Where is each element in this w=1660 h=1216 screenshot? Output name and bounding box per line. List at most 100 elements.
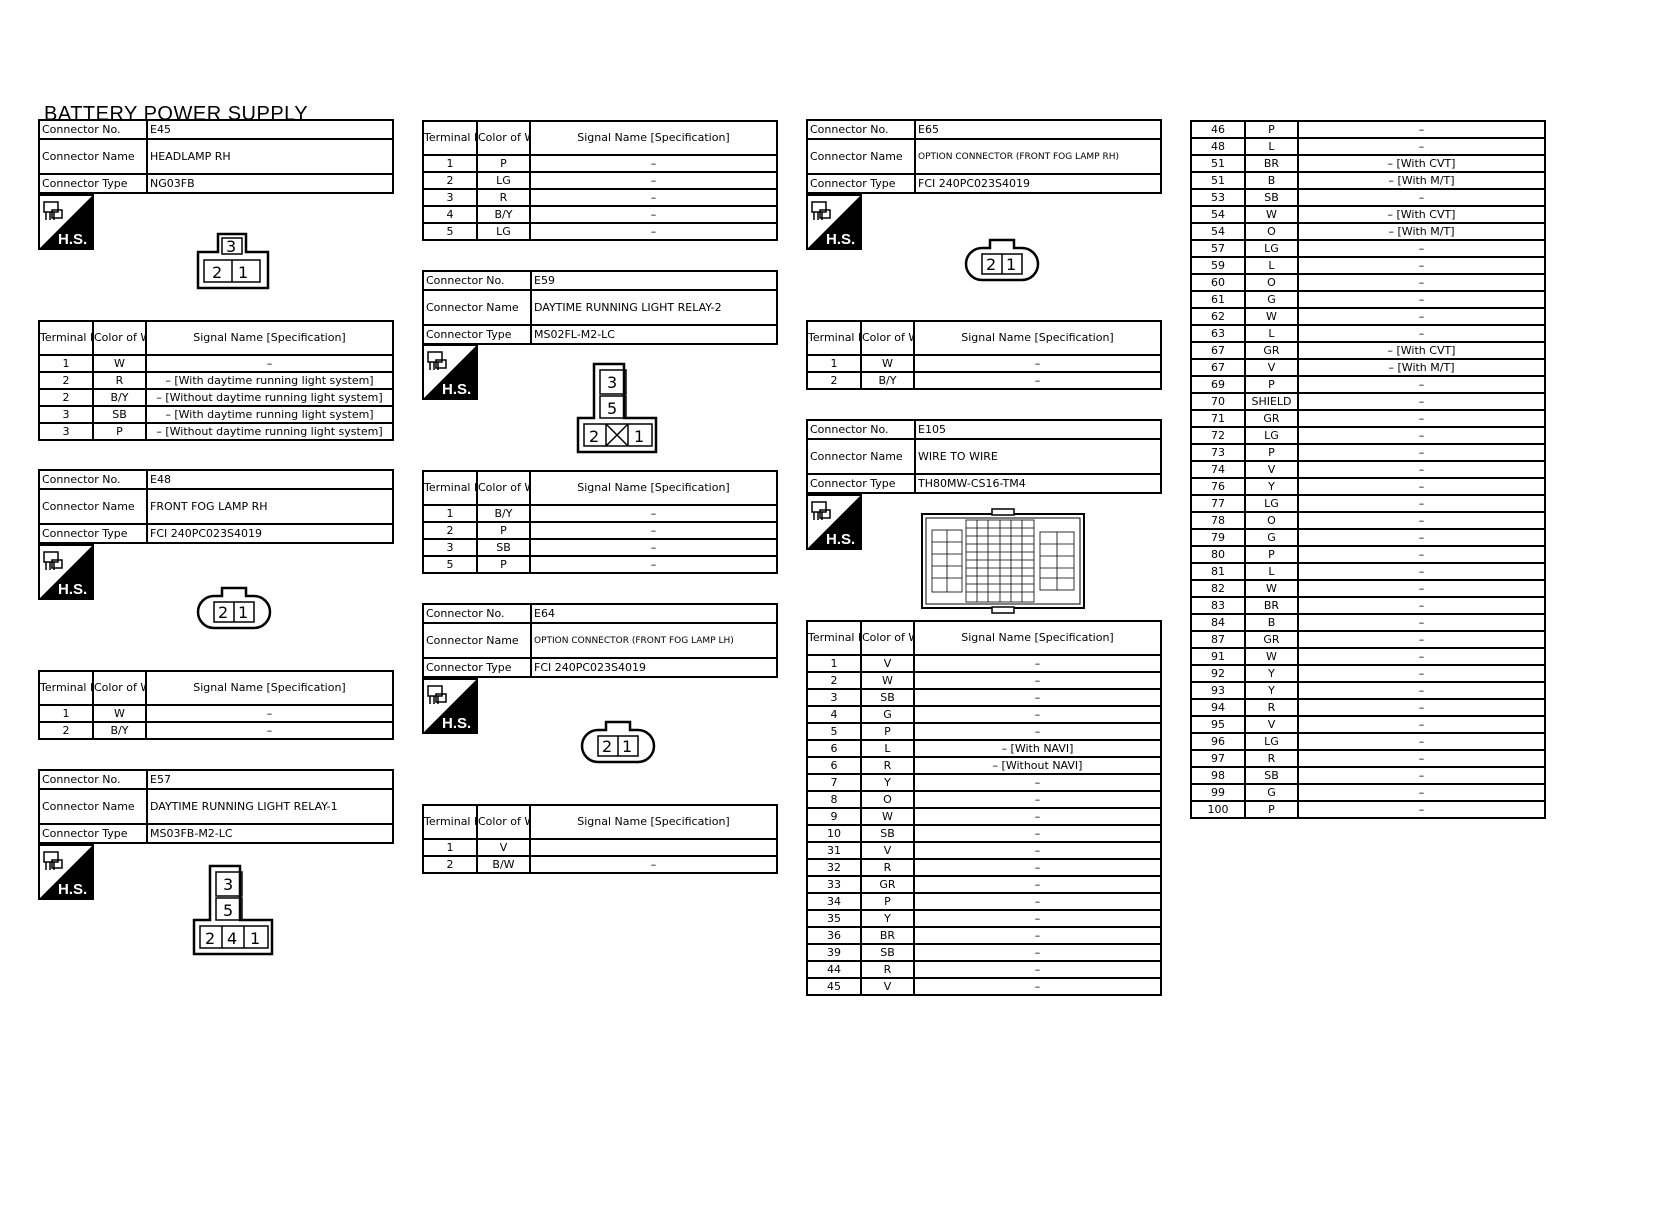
svg-text:H.S.: H.S. <box>442 381 471 398</box>
header-color: Color of Wire <box>92 320 147 356</box>
terminal-cell: 99 <box>1190 783 1246 802</box>
connector-type-value: MS03FB-M2-LC <box>146 823 394 844</box>
terminal-cell: 61 <box>1190 290 1246 309</box>
terminal-cell: 94 <box>1190 698 1246 717</box>
connector-name-value: DAYTIME RUNNING LIGHT RELAY-1 <box>146 788 394 825</box>
header-terminal: Terminal No. <box>422 120 478 156</box>
signal-cell: – <box>1297 290 1546 309</box>
svg-text:2: 2 <box>218 603 228 622</box>
terminal-cell: 91 <box>1190 647 1246 666</box>
color-cell: GR <box>1244 630 1299 649</box>
signal-cell: – <box>1297 647 1546 666</box>
label-connector-no: Connector No. <box>806 119 916 140</box>
signal-cell: – <box>1297 681 1546 700</box>
terminal-table-e65: Terminal No.Color of WireSignal Name [Sp… <box>806 320 1162 390</box>
terminal-cell: 62 <box>1190 307 1246 326</box>
signal-cell: – <box>1297 477 1546 496</box>
svg-text:1: 1 <box>238 603 248 622</box>
color-cell: LG <box>1244 426 1299 445</box>
svg-text:3: 3 <box>607 373 617 392</box>
terminal-cell: 97 <box>1190 749 1246 768</box>
terminal-table-e59: Terminal No.Color of WireSignal Name [Sp… <box>422 470 778 574</box>
terminal-cell: 82 <box>1190 579 1246 598</box>
svg-text:1: 1 <box>250 929 260 948</box>
signal-cell: – <box>1297 596 1546 615</box>
color-cell: LG <box>1244 732 1299 751</box>
color-cell: L <box>1244 324 1299 343</box>
color-cell: LG <box>1244 494 1299 513</box>
color-cell: Y <box>1244 681 1299 700</box>
signal-cell: – <box>1297 392 1546 411</box>
harness-side-icon: H.S. <box>422 678 478 734</box>
header-color: Color of Wire <box>476 120 531 156</box>
terminal-cell: 80 <box>1190 545 1246 564</box>
terminal-cell: 81 <box>1190 562 1246 581</box>
header-terminal: Terminal No. <box>806 620 862 656</box>
header-terminal: Terminal No. <box>38 320 94 356</box>
terminal-cell: 51 <box>1190 154 1246 173</box>
color-cell: GR <box>1244 409 1299 428</box>
signal-cell: – <box>1297 375 1546 394</box>
signal-cell: – <box>1297 324 1546 343</box>
color-cell: W <box>1244 307 1299 326</box>
color-cell: V <box>1244 715 1299 734</box>
label-connector-name: Connector Name <box>422 622 532 659</box>
color-cell: G <box>1244 528 1299 547</box>
terminal-cell: 67 <box>1190 341 1246 360</box>
svg-text:1: 1 <box>634 427 644 446</box>
label-connector-type: Connector Type <box>806 473 916 494</box>
color-cell: O <box>1244 273 1299 292</box>
terminal-cell: 70 <box>1190 392 1246 411</box>
svg-text:1: 1 <box>1006 255 1016 274</box>
color-cell: SB <box>1244 188 1299 207</box>
svg-text:1: 1 <box>238 263 248 282</box>
terminal-table-e64: Terminal No.Color of WireSignal Name [Sp… <box>422 804 778 874</box>
svg-text:2: 2 <box>212 263 222 282</box>
color-cell: W <box>1244 205 1299 224</box>
color-cell: P <box>1244 545 1299 564</box>
color-cell: L <box>1244 562 1299 581</box>
terminal-cell: 74 <box>1190 460 1246 479</box>
signal-cell: – <box>1297 273 1546 292</box>
svg-text:4: 4 <box>227 929 237 948</box>
connector-face-e57: 3 5 2 4 1 <box>192 864 274 956</box>
label-connector-type: Connector Type <box>38 523 148 544</box>
harness-side-icon: H.S. <box>422 344 478 400</box>
terminal-cell: 77 <box>1190 494 1246 513</box>
label-connector-name: Connector Name <box>38 138 148 175</box>
signal-cell: – <box>1297 664 1546 683</box>
label-connector-type: Connector Type <box>38 173 148 194</box>
terminal-cell: 51 <box>1190 171 1246 190</box>
connector-no-value: E65 <box>914 119 1162 140</box>
signal-cell: – <box>1297 409 1546 428</box>
color-cell: BR <box>1244 596 1299 615</box>
connector-type-value: FCI 240PC023S4019 <box>530 657 778 678</box>
